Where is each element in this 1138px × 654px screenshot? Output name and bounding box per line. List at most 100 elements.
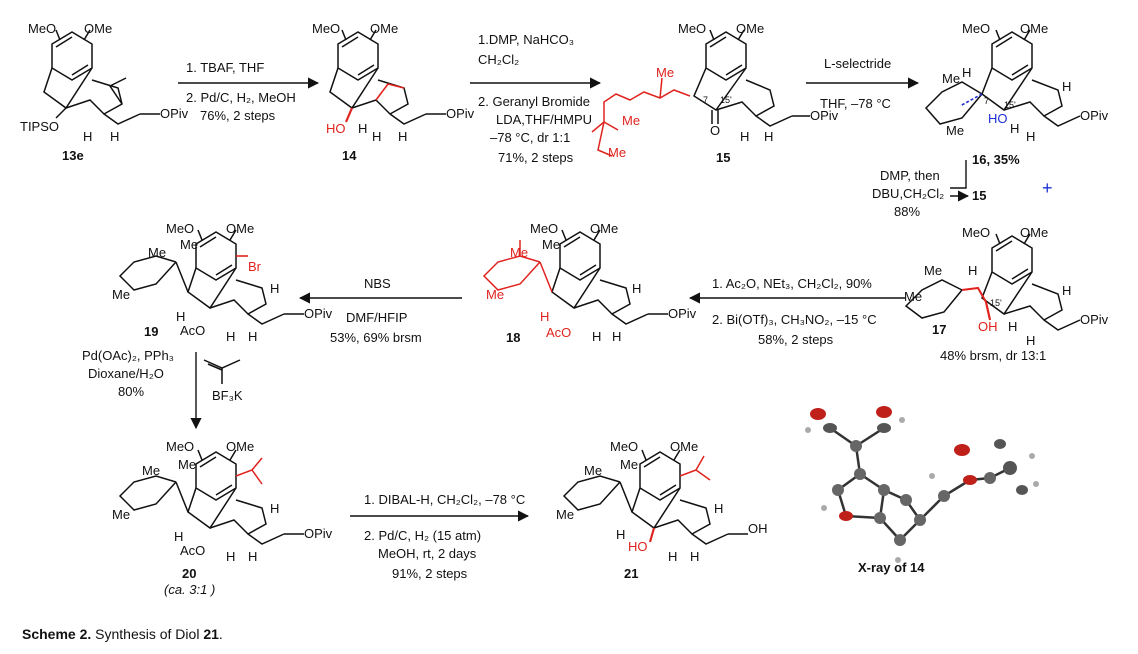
atom-h: H	[592, 329, 602, 344]
atom-ome: OMe	[1020, 21, 1049, 36]
atom-me: Me	[924, 263, 943, 278]
isopropyl-red-21	[679, 455, 711, 481]
atom-opiv: OPiv	[1080, 108, 1109, 123]
atom-tipso: TIPSO	[20, 119, 60, 134]
scheme-caption: Scheme 2. Synthesis of Diol 21.	[22, 626, 223, 642]
recycle-product-16: 16, 35%	[972, 152, 1020, 167]
atom-h: H	[668, 549, 678, 564]
atom-locant-15: 15'	[1004, 100, 1016, 110]
vinyl-red-20	[235, 457, 263, 485]
atom-meo: MeO	[678, 21, 707, 36]
atom-h: H	[616, 527, 626, 542]
atom-h: H	[270, 501, 280, 516]
atom-ome: OMe	[226, 439, 255, 454]
atom-ome: OMe	[736, 21, 765, 36]
atom-meo: MeO	[312, 21, 341, 36]
atom-meo: MeO	[530, 221, 559, 236]
step2-reagent-2: 2. Geranyl Bromide	[478, 94, 590, 109]
atom-h: H	[248, 329, 258, 344]
atom-me: Me	[656, 65, 675, 80]
step5-reagent-2: 2. Bi(OTf)₃, CH₃NO₂, –15 °C	[712, 312, 877, 327]
structure-15	[693, 29, 810, 127]
compound-label-20: 20	[182, 566, 197, 581]
atom-me: Me	[904, 289, 923, 304]
atom-h: H	[398, 129, 408, 144]
atom-h: H	[690, 549, 700, 564]
step1-reagent-1: 1. TBAF, THF	[186, 60, 265, 75]
structure-20	[118, 449, 304, 545]
step7-boronate: BF₃K	[212, 388, 243, 403]
step6-solvent: DMF/HFIP	[346, 310, 408, 325]
atom-h: H	[270, 281, 280, 296]
step8-reagent-2: 2. Pd/C, H₂ (15 atm)	[364, 528, 482, 543]
atom-h: H	[968, 263, 978, 278]
step6-yield: 53%, 69% brsm	[330, 330, 422, 345]
atom-me: Me	[584, 463, 603, 478]
step8-reagent-1: 1. DIBAL-H, CH₂Cl₂, –78 °C	[364, 492, 526, 507]
step5-brsm: 48% brsm, dr 13:1	[940, 348, 1047, 363]
atom-meo: MeO	[610, 439, 639, 454]
structure-14	[329, 29, 446, 125]
atom-me: Me	[620, 457, 639, 472]
atom-me: Me	[942, 71, 961, 86]
xray-atoms	[805, 406, 1039, 563]
arrow-recycle	[950, 160, 967, 189]
caption-text: Synthesis of Diol	[91, 626, 204, 642]
atom-meo: MeO	[28, 21, 57, 36]
atom-opiv: OPiv	[304, 526, 333, 541]
atom-me: Me	[622, 113, 641, 128]
bond-red-17b	[984, 301, 992, 321]
compound-label-18: 18	[506, 330, 521, 345]
atom-h: H	[83, 129, 93, 144]
atom-ho: HO	[988, 111, 1008, 126]
atom-meo: MeO	[962, 225, 991, 240]
atom-h: H	[632, 281, 642, 296]
atom-h: H	[540, 309, 550, 324]
atom-me: Me	[608, 145, 627, 160]
atom-ome: OMe	[226, 221, 255, 236]
atom-me: Me	[180, 237, 199, 252]
atom-meo: MeO	[962, 21, 991, 36]
step8-conditions: MeOH, rt, 2 days	[378, 546, 477, 561]
recycle-reagent-2: DBU,CH₂Cl₂	[872, 186, 945, 201]
atom-locant-15: 15'	[990, 298, 1002, 308]
step1-reagent-2: 2. Pd/C, H₂, MeOH	[186, 90, 296, 105]
step2-solvent: CH₂Cl₂	[478, 52, 520, 67]
caption-prefix: Scheme 2.	[22, 626, 92, 642]
atom-me: Me	[178, 457, 197, 472]
step3-conditions: THF, –78 °C	[820, 96, 891, 111]
atom-h: H	[1010, 121, 1020, 136]
atom-me: Me	[556, 507, 575, 522]
atom-opiv: OPiv	[304, 306, 333, 321]
atom-aco: AcO	[180, 543, 206, 558]
atom-h: H	[174, 529, 184, 544]
atom-ome: OMe	[590, 221, 619, 236]
atom-h: H	[740, 129, 750, 144]
atom-meo: MeO	[166, 221, 195, 236]
structure-13e	[43, 29, 160, 125]
bond-red-14	[344, 107, 354, 123]
recycle-yield: 88%	[894, 204, 921, 219]
step2-yield: 71%, 2 steps	[498, 150, 574, 165]
bond-red-21	[648, 527, 656, 543]
atom-h: H	[226, 329, 236, 344]
xray-label: X-ray of 14	[858, 560, 925, 575]
atom-ho: HO	[326, 121, 346, 136]
structure-18	[551, 229, 668, 325]
compound-label-19: 19	[144, 324, 159, 339]
bond-blue-16	[959, 93, 983, 107]
step8-yield: 91%, 2 steps	[392, 566, 468, 581]
atom-h: H	[1026, 333, 1036, 348]
compound-label-13e: 13e	[62, 148, 84, 163]
atom-locant-15: 15'	[720, 95, 732, 105]
atom-h: H	[714, 501, 724, 516]
step3-reagent: L-selectride	[824, 56, 892, 71]
step2-base: LDA,THF/HMPU	[496, 112, 593, 127]
atom-h: H	[248, 549, 258, 564]
atom-me: Me	[112, 287, 131, 302]
atom-br: Br	[248, 259, 261, 274]
atom-opiv: OPiv	[810, 108, 839, 123]
atom-opiv: OPiv	[668, 306, 697, 321]
step7-solvent: Dioxane/H₂O	[88, 366, 164, 381]
step7-yield: 80%	[118, 384, 145, 399]
